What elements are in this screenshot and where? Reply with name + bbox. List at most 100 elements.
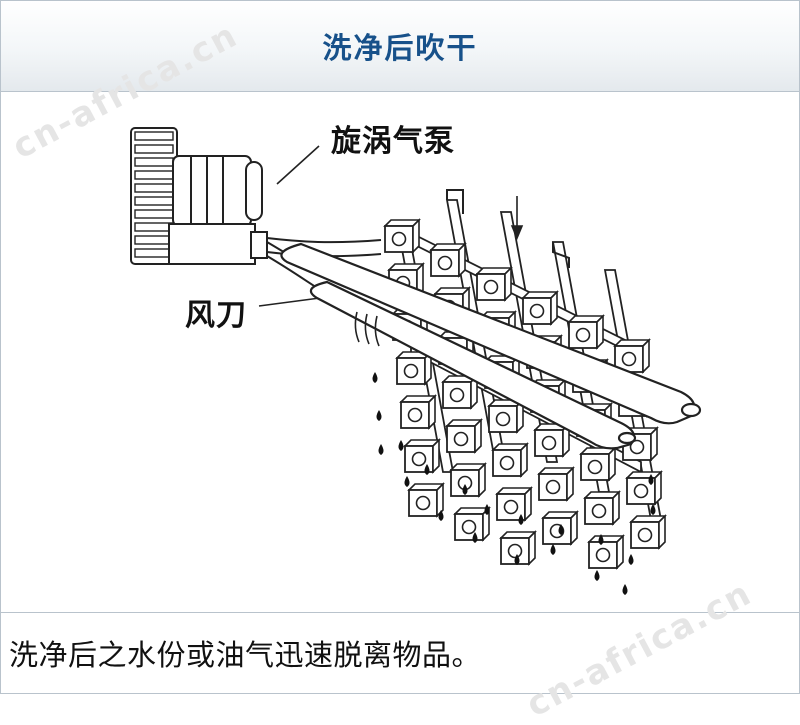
part-box	[449, 462, 487, 498]
part-box	[537, 466, 575, 502]
part-hole	[507, 543, 523, 559]
air-knife-upper-end	[680, 402, 702, 418]
part-side	[650, 426, 658, 462]
pump-fin	[134, 170, 174, 180]
water-droplet	[424, 464, 430, 475]
part-box	[475, 266, 513, 302]
header-bar: 洗净后吹干	[1, 1, 799, 92]
pump-label: 旋涡气泵	[331, 124, 455, 159]
part-box	[629, 514, 667, 550]
part-side	[524, 486, 532, 522]
part-hole	[591, 503, 607, 519]
vortex-pump	[130, 127, 268, 265]
pump-fin	[134, 131, 174, 141]
part-hole	[503, 499, 519, 515]
part-hole	[403, 363, 419, 379]
page-title: 洗净后吹干	[322, 31, 478, 65]
part-side	[550, 290, 558, 326]
part-side	[654, 470, 662, 506]
part-side	[474, 418, 482, 454]
part-box	[541, 510, 579, 546]
water-droplet	[376, 410, 382, 421]
water-droplet	[650, 504, 656, 515]
part-side	[436, 482, 444, 518]
air-jets	[354, 311, 380, 347]
part-side	[642, 338, 650, 374]
part-front	[400, 401, 430, 429]
caption-row: 洗净后之水份或油气迅速脱离物品。	[1, 614, 799, 692]
pump-motor	[172, 155, 252, 227]
water-droplet	[398, 440, 404, 451]
part-side	[528, 530, 536, 566]
rack-hook	[552, 242, 570, 268]
part-box	[407, 482, 445, 518]
part-hole	[587, 459, 603, 475]
water-droplet	[550, 544, 556, 555]
part-hole	[575, 327, 591, 343]
part-box	[453, 506, 491, 542]
part-box	[495, 486, 533, 522]
air-knife-lower	[309, 280, 636, 450]
water-droplet	[372, 372, 378, 383]
part-box	[491, 442, 529, 478]
water-droplet	[472, 532, 478, 543]
air-knife-upper	[280, 242, 696, 425]
part-box	[383, 218, 421, 254]
pump-fin	[134, 144, 174, 154]
part-box	[499, 530, 537, 566]
water-droplet	[514, 554, 520, 565]
water-droplet	[628, 554, 634, 565]
part-hole	[633, 483, 649, 499]
pump-fin	[134, 235, 174, 245]
pump-outlet-box	[168, 223, 256, 265]
water-droplet	[438, 510, 444, 521]
air-knife-label: 风刀	[185, 298, 247, 333]
water-droplet	[484, 504, 490, 515]
part-side	[658, 514, 666, 550]
pump-outlet-nozzle	[250, 231, 268, 259]
part-box	[399, 394, 437, 430]
pump-fin	[134, 222, 174, 232]
part-box	[587, 534, 625, 570]
part-side	[566, 466, 574, 502]
part-box	[583, 490, 621, 526]
part-hole	[529, 303, 545, 319]
part-hole	[541, 435, 557, 451]
part-hole	[545, 479, 561, 495]
water-droplet	[648, 474, 654, 485]
air-knives	[280, 242, 702, 450]
pump-fin	[134, 183, 174, 193]
part-hole	[437, 255, 453, 271]
pump-fin	[134, 157, 174, 167]
pump-motor-cap	[245, 161, 263, 221]
part-box	[445, 418, 483, 454]
part-hole	[595, 547, 611, 563]
direction-arrow	[510, 196, 524, 241]
part-hole	[621, 351, 637, 367]
part-hole	[391, 231, 407, 247]
pump-fin	[134, 196, 174, 206]
pump-leader-line	[276, 145, 320, 185]
water-droplet	[598, 534, 604, 545]
pump-fin	[134, 209, 174, 219]
part-hole	[483, 279, 499, 295]
part-side	[612, 490, 620, 526]
part-hole	[461, 519, 477, 535]
part-hole	[449, 387, 465, 403]
part-box	[621, 426, 659, 462]
part-side	[478, 462, 486, 498]
part-side	[416, 262, 424, 298]
part-hole	[495, 411, 511, 427]
water-droplet	[404, 476, 410, 487]
part-box	[441, 374, 479, 410]
part-box	[487, 398, 525, 434]
part-box	[429, 242, 467, 278]
part-box	[579, 446, 617, 482]
part-side	[432, 438, 440, 474]
part-side	[520, 442, 528, 478]
water-droplet	[378, 444, 384, 455]
drying-diagram	[130, 127, 702, 595]
water-droplet	[558, 524, 564, 535]
part-hole	[453, 431, 469, 447]
part-hole	[415, 495, 431, 511]
